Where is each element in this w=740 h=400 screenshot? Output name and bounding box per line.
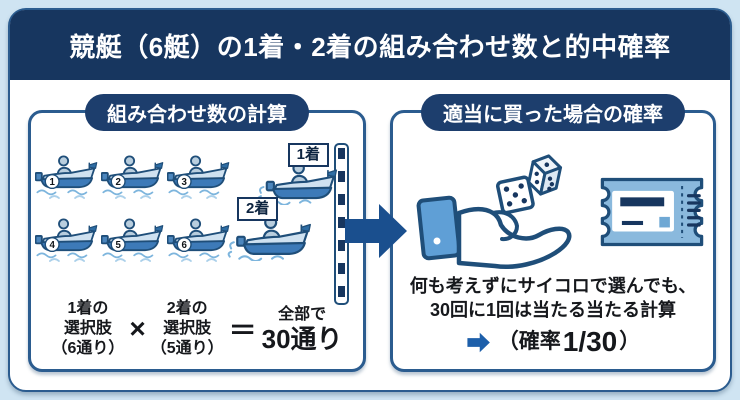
boat-icon: 5	[101, 218, 164, 262]
boat-number: 5	[115, 240, 121, 251]
combination-panel: 組み合わせ数の計算 1 2	[28, 94, 366, 372]
total-count: 30通り	[261, 323, 343, 354]
formula-text: 選択肢	[163, 320, 212, 337]
formula-text: 選択肢	[63, 320, 112, 337]
content-area: 組み合わせ数の計算 1 2	[10, 80, 730, 390]
probability-open: （確率	[497, 329, 561, 353]
first-place-label: 1着	[287, 143, 329, 167]
probability-badge: 適当に買った場合の確率	[421, 94, 685, 131]
probability-close: ）	[619, 329, 641, 353]
probability-value: 1/30	[562, 326, 618, 358]
formula-text: 全部で	[278, 305, 327, 323]
total-text: 全部で 30通り	[262, 305, 343, 354]
combination-badge: 組み合わせ数の計算	[85, 94, 309, 131]
boat-icon: 3	[167, 155, 230, 199]
boat-number: 4	[49, 240, 55, 251]
hand-dice-icon	[416, 154, 572, 269]
boat-number: 1	[49, 177, 55, 188]
finish-line-dashes	[338, 148, 345, 300]
arrow-right-icon	[345, 204, 407, 258]
boat-number: 2	[115, 177, 121, 188]
boat-icon: 4	[35, 218, 98, 262]
formula-text: （5通り）	[150, 340, 224, 357]
race-finish-illustration: 1着 2着	[227, 143, 361, 313]
probability-panel: 適当に買った場合の確率	[390, 94, 716, 372]
probability-caption: 何も考えずにサイコロで選んでも、 30回に1回は当たる当たる計算 （確率 1/3…	[393, 274, 713, 361]
probability-line: （確率 1/30 ）	[393, 323, 713, 361]
caption-line-2: 30回に1回は当たる当たる計算	[429, 299, 677, 320]
main-frame: 競艇（6艇）の1着・2着の組み合わせ数と的中確率 組み合わせ数の計算 1	[8, 8, 732, 392]
second-place-label: 2着	[237, 197, 279, 221]
boat-icon: 2	[101, 155, 164, 199]
boat-grid: 1 2 3	[35, 149, 233, 269]
dice-icon	[495, 154, 563, 215]
caption-line-1: 何も考えずにサイコロで選んでも、	[409, 275, 697, 296]
first-choice-text: 1着の 選択肢 （6通り）	[51, 299, 124, 359]
title-banner: 競艇（6艇）の1着・2着の組み合わせ数と的中確率	[10, 10, 730, 80]
ticket-icon	[600, 177, 704, 247]
boat-number: 3	[181, 177, 187, 188]
formula-text: 1着の	[67, 300, 109, 317]
formula-text: （6通り）	[51, 340, 125, 357]
boat-icon	[227, 215, 312, 262]
second-choice-text: 2着の 選択肢 （5通り）	[151, 299, 224, 359]
boat-icon: 1	[35, 155, 98, 199]
boat-number: 6	[181, 240, 187, 251]
equals-sign: ＝	[228, 315, 257, 346]
arrow-right-icon	[467, 332, 490, 352]
hand-icon	[416, 195, 572, 269]
formula-text: 2着の	[166, 300, 208, 317]
multiply-sign: ×	[129, 313, 146, 344]
page-title: 競艇（6艇）の1着・2着の組み合わせ数と的中確率	[69, 31, 671, 62]
boat-icon: 6	[167, 218, 230, 262]
combination-formula: 1着の 選択肢 （6通り） × 2着の 選択肢 （5通り） ＝ 全部で 30通り	[31, 299, 363, 359]
